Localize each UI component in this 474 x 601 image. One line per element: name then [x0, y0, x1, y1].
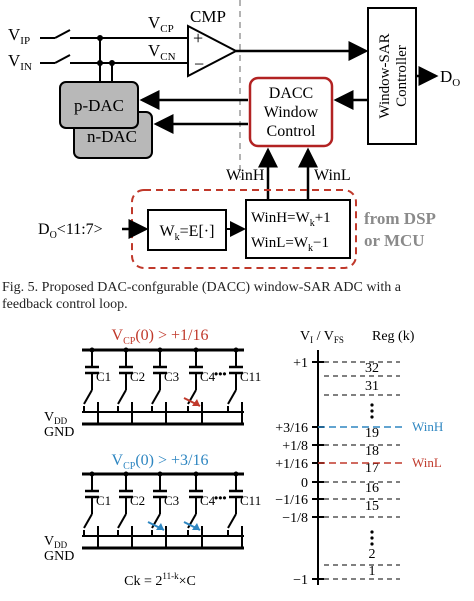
- p-dac-box: [59, 81, 139, 129]
- window-eq-box: [245, 199, 351, 259]
- wk-label: Wk=E[·]: [160, 223, 215, 243]
- reg-number: 16: [365, 481, 379, 496]
- cap-switch: [117, 513, 127, 529]
- reg-title: Reg (k): [372, 329, 415, 344]
- tick-label: +3/16: [275, 421, 308, 436]
- winl-threshold-label: WinL: [412, 455, 442, 470]
- reg-number: 18: [365, 444, 379, 459]
- ellipsis-dot: [370, 542, 374, 546]
- window-label: Window: [264, 104, 319, 121]
- reg-number: 15: [365, 499, 379, 514]
- winl-label: WinL: [314, 167, 351, 184]
- do-label: DO: [440, 67, 460, 89]
- scale-regs: 32 31 19 18 17 16 15 2 1: [365, 361, 379, 579]
- plus-sign: +: [193, 28, 203, 48]
- tick-label: −1/8: [282, 511, 308, 526]
- ellipsis-dot: [370, 409, 374, 413]
- tick-label: +1: [293, 356, 308, 371]
- cap-label: C3: [164, 493, 179, 508]
- vdd-label-1: VDD: [44, 410, 68, 426]
- cap-label: C11: [240, 369, 261, 384]
- tick-label: +1/16: [275, 457, 308, 472]
- caption-line-1: Fig. 5. Proposed DAC-confgurable (DACC) …: [2, 280, 401, 295]
- ellipsis-dot: [370, 415, 374, 419]
- dacc-window-control-box: [248, 76, 334, 148]
- ellipsis-dot: [370, 403, 374, 407]
- reg-number: 1: [369, 564, 376, 579]
- winh-threshold-label: WinH: [412, 419, 443, 434]
- vip-label: VIP: [8, 25, 30, 47]
- scale-ticks: +1 +3/16 +1/8 +1/16 0 −1/16 −1/8 −1: [275, 356, 400, 588]
- condition-2-label: VCP(0) > +3/16: [112, 452, 209, 472]
- dacc-label: DACC: [269, 85, 313, 102]
- switch-arrow-head: [156, 523, 164, 530]
- ellipsis-dots: •••: [214, 367, 227, 381]
- from-dsp-label: from DSP: [364, 209, 436, 228]
- cap-label: C4: [200, 493, 216, 508]
- reg-number: 2: [369, 547, 376, 562]
- do-input-label: DO<11:7>: [38, 221, 103, 241]
- ellipsis-dot: [370, 530, 374, 534]
- or-mcu-label: or MCU: [364, 231, 425, 250]
- condition-1-label: VCP(0) > +1/16: [112, 327, 209, 347]
- comparator-symbol: [187, 24, 239, 78]
- cap-label: C3: [164, 369, 179, 384]
- winh-label: WinH: [226, 167, 265, 184]
- vcn-label: VCN: [148, 41, 176, 63]
- cap-switch: [83, 513, 93, 529]
- cap-switch: [227, 513, 237, 529]
- tick-label: +1/8: [282, 439, 308, 454]
- sar-label-1: Window-SAR: [377, 33, 393, 118]
- switch-vip: [54, 29, 71, 39]
- winl-equation: WinL=Wk−1: [251, 235, 329, 254]
- reg-number: 32: [365, 361, 379, 376]
- axis-title: VI / VFS: [300, 329, 344, 345]
- ck-formula: Ck = 211-k×C: [124, 571, 196, 589]
- vcp-label: VCP: [148, 13, 174, 35]
- winh-equation: WinH=Wk+1: [251, 210, 331, 229]
- switch-arrow-head: [192, 523, 200, 530]
- tick-label: −1: [293, 573, 308, 588]
- switch-arrow-head: [192, 399, 200, 406]
- cmp-label: CMP: [190, 7, 226, 26]
- cap-label: C1: [96, 493, 111, 508]
- cap-switch: [227, 389, 237, 405]
- cap-label: C1: [96, 369, 111, 384]
- gnd-label-2: GND: [44, 549, 74, 564]
- n-dac-label: n-DAC: [87, 127, 137, 146]
- cap-switch: [83, 389, 93, 405]
- control-label: Control: [267, 123, 316, 140]
- cap-label: C4: [200, 369, 216, 384]
- gnd-label-1: GND: [44, 425, 74, 440]
- cap-label: C2: [130, 369, 145, 384]
- dsp-dashed-box: [131, 189, 357, 269]
- vdd-label-2: VDD: [44, 534, 68, 550]
- switch-vin: [54, 54, 71, 64]
- figure-caption: Fig. 5. Proposed DAC-confgurable (DACC) …: [2, 279, 474, 313]
- tick-label: 0: [301, 476, 308, 491]
- reg-number: 19: [365, 426, 379, 441]
- reg-number: 17: [365, 461, 379, 476]
- cap-array-1: C1 C2 C3 C4 C11 •••: [82, 347, 261, 426]
- tick-label: −1/16: [275, 493, 308, 508]
- cap-label: C2: [130, 493, 145, 508]
- reg-number: 31: [365, 379, 379, 394]
- ellipsis-dots: •••: [214, 491, 227, 505]
- cap-switch: [117, 389, 127, 405]
- cap-array-2: C1 C2 C3 C4 C11 •••: [82, 471, 261, 550]
- vin-label: VIN: [8, 51, 32, 73]
- cap-switch: [151, 389, 161, 405]
- ellipsis-dot: [370, 536, 374, 540]
- cap-label: C11: [240, 493, 261, 508]
- sar-label-2: Controller: [394, 45, 410, 107]
- wk-box: [147, 209, 227, 251]
- caption-line-2: feedback control loop.: [2, 297, 128, 312]
- minus-sign: −: [194, 54, 204, 74]
- p-dac-label: p-DAC: [74, 96, 124, 115]
